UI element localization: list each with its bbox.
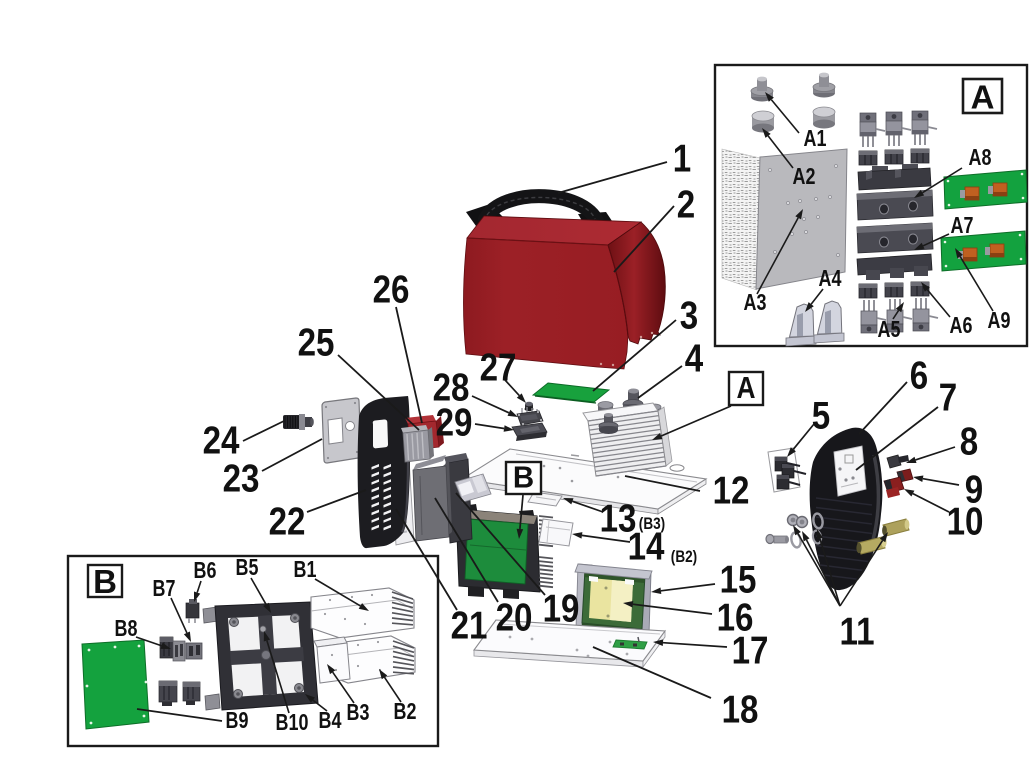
svg-text:17: 17 [732,628,769,672]
svg-text:B6: B6 [194,558,217,584]
svg-text:22: 22 [269,499,306,543]
svg-text:B: B [513,461,534,495]
svg-text:(B3): (B3) [639,515,665,534]
svg-text:A7: A7 [951,213,974,239]
svg-text:B3: B3 [347,700,370,726]
svg-text:B5: B5 [236,555,259,581]
svg-text:28: 28 [433,365,470,409]
svg-text:14: 14 [628,524,665,568]
svg-text:27: 27 [480,345,517,389]
svg-text:B8: B8 [115,616,138,642]
svg-text:A9: A9 [988,308,1011,334]
svg-text:B4: B4 [319,708,342,734]
svg-text:7: 7 [939,375,957,419]
svg-text:2: 2 [677,182,695,226]
svg-text:9: 9 [965,467,983,511]
svg-text:16: 16 [717,595,754,639]
svg-text:A1: A1 [804,126,827,152]
svg-text:A5: A5 [878,317,901,343]
svg-text:B9: B9 [226,708,249,734]
svg-text:11: 11 [839,609,874,653]
svg-text:25: 25 [298,320,335,364]
svg-text:19: 19 [543,586,580,630]
svg-text:B10: B10 [276,710,309,736]
svg-text:A4: A4 [819,266,842,292]
svg-text:A6: A6 [950,313,973,339]
svg-text:6: 6 [910,353,928,397]
svg-text:13: 13 [600,496,637,540]
svg-text:A: A [736,371,755,405]
svg-text:15: 15 [720,557,757,601]
svg-text:B7: B7 [153,576,176,602]
svg-text:(B2): (B2) [671,548,697,567]
svg-text:A2: A2 [793,164,816,190]
svg-text:26: 26 [373,267,410,311]
svg-text:B2: B2 [394,699,417,725]
svg-text:21: 21 [451,603,488,647]
svg-text:8: 8 [960,419,978,463]
svg-text:B1: B1 [294,557,317,583]
svg-text:5: 5 [812,393,830,437]
svg-text:1: 1 [673,136,691,180]
svg-text:18: 18 [722,687,759,731]
svg-text:A: A [971,79,995,116]
svg-text:4: 4 [685,336,703,380]
svg-text:20: 20 [496,595,533,639]
svg-text:10: 10 [947,499,984,543]
svg-text:3: 3 [680,293,698,337]
svg-text:B: B [93,563,117,600]
svg-text:12: 12 [713,468,750,512]
svg-text:23: 23 [223,456,260,500]
svg-text:A8: A8 [969,145,992,171]
svg-text:29: 29 [436,400,473,444]
svg-text:24: 24 [203,418,240,462]
svg-text:A3: A3 [744,290,767,316]
